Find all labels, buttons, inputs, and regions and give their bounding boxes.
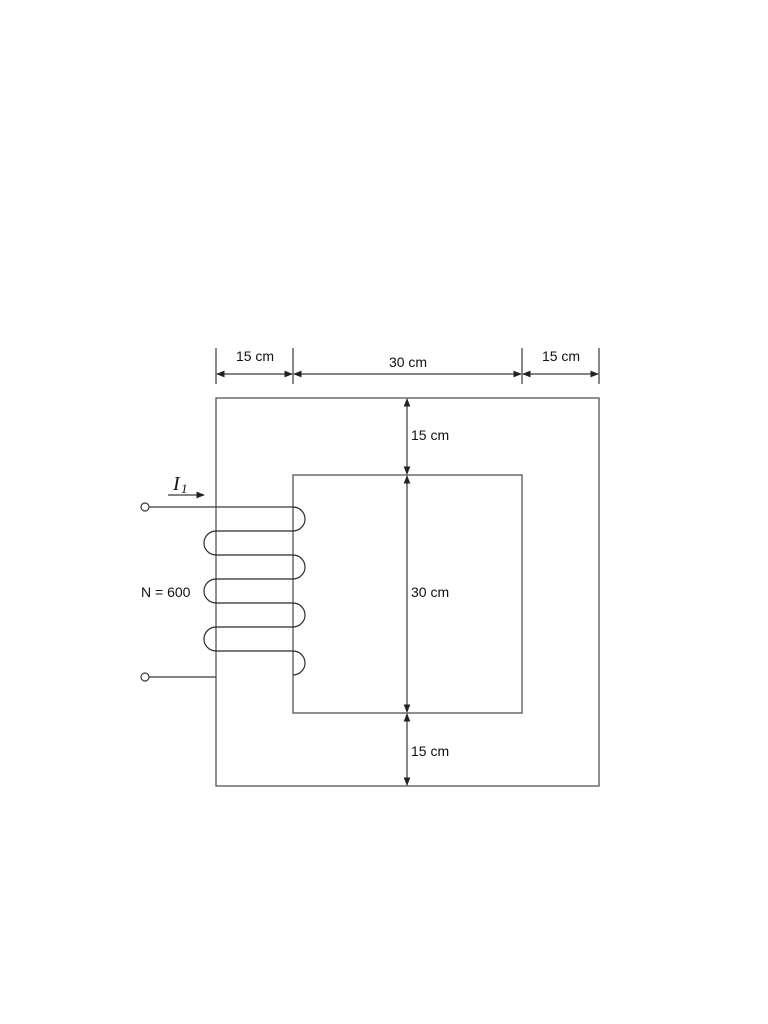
dim-label-bottom-height: 15 cm	[411, 743, 449, 759]
current-subscript: 1	[181, 481, 188, 496]
turns-label: N = 600	[141, 584, 191, 600]
dim-label-left-width: 15 cm	[236, 348, 274, 364]
dim-label-window-height: 30 cm	[411, 584, 449, 600]
winding-coil	[203, 506, 306, 676]
dim-label-top-height: 15 cm	[411, 427, 449, 443]
terminal-top	[140, 502, 150, 512]
core-outer-outline	[215, 397, 600, 787]
terminal-bottom	[140, 672, 150, 682]
core-window-outline	[292, 474, 523, 714]
current-symbol: I	[172, 473, 181, 495]
dim-label-right-width: 15 cm	[542, 348, 580, 364]
dim-label-window-width: 30 cm	[389, 354, 427, 370]
